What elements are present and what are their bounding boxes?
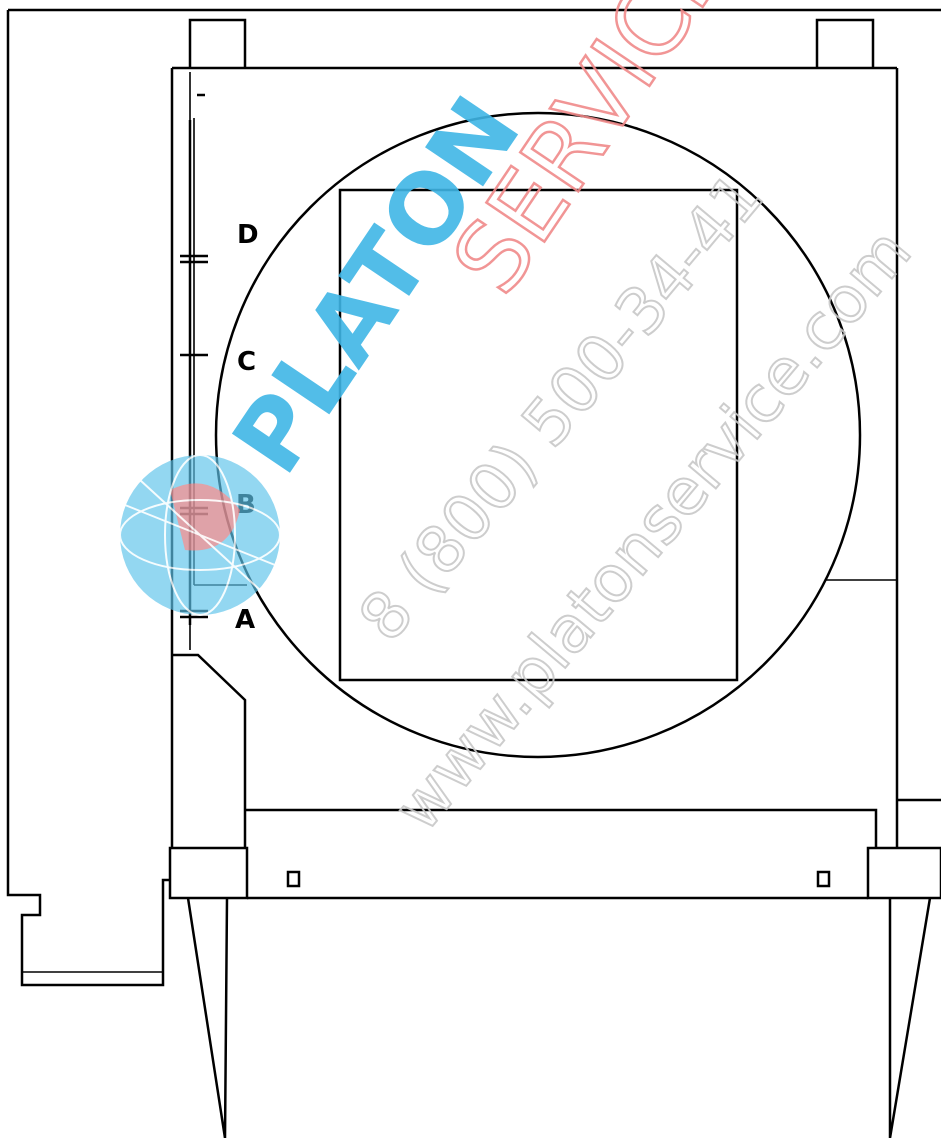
left-leg xyxy=(186,897,229,1138)
label-d: D xyxy=(237,220,259,250)
tick-d xyxy=(180,254,208,264)
bottom-tray xyxy=(168,808,941,900)
watermark: PLATON SERVICE 8 (800) 500-34-41 www.pla… xyxy=(119,0,927,846)
watermark-globe-icon xyxy=(119,454,281,616)
top-tab-right xyxy=(815,18,875,68)
left-side-panel xyxy=(6,8,941,987)
tray-slot-left xyxy=(286,870,301,888)
label-a: A xyxy=(235,605,255,635)
tray-slot-right xyxy=(816,870,831,888)
rotating-disc xyxy=(214,111,862,759)
label-c: C xyxy=(237,347,256,377)
right-leg xyxy=(888,897,932,1138)
lower-left-bracket xyxy=(172,653,247,848)
top-tab-left xyxy=(188,18,247,68)
document-area xyxy=(338,188,739,682)
